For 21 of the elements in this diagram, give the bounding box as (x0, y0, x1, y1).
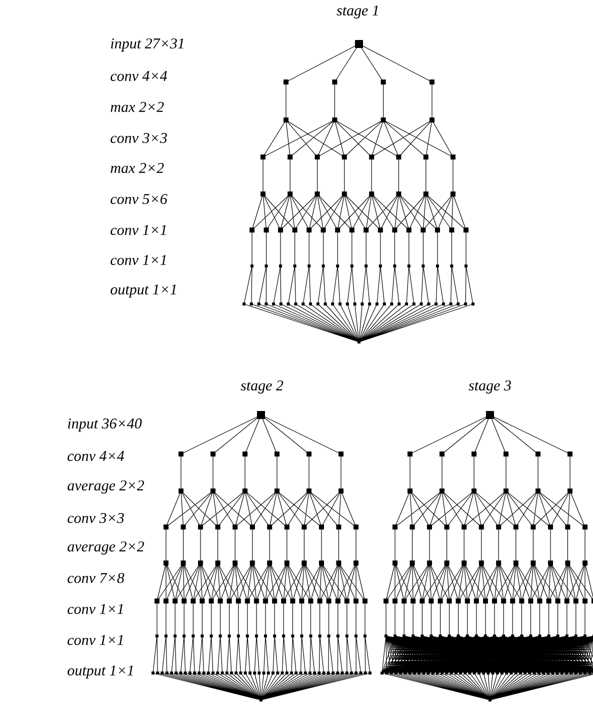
layer-label: conv 7×8 (68, 572, 124, 584)
layer-label: average 2×2 (68, 480, 144, 494)
layer-label: conv 5×6 (110, 194, 168, 204)
layer-label: conv 1×1 (68, 634, 123, 646)
layer-label: conv 1×1 (110, 255, 166, 266)
layer-label: conv 1×1 (110, 225, 166, 236)
layer-label: average 2×2 (68, 541, 144, 555)
layer-label: max 2×2 (110, 162, 164, 174)
layer-label: output 1×1 (68, 665, 133, 679)
layer-label: conv 4×4 (68, 451, 124, 461)
layer-label: input 27×31 (111, 38, 184, 52)
layer-label: input 36×40 (68, 418, 142, 432)
stage-title: stage 1 (336, 5, 378, 19)
layer-label: conv 1×1 (68, 604, 123, 614)
stage-title: stage 3 (468, 380, 511, 394)
layer-label: conv 4×4 (110, 71, 168, 81)
layer-label: conv 3×3 (110, 132, 167, 144)
layer-label: output 1×1 (110, 284, 176, 298)
stage-title: stage 2 (240, 380, 284, 394)
layer-label: max 2×2 (110, 102, 164, 112)
layer-label: conv 3×3 (68, 512, 124, 524)
